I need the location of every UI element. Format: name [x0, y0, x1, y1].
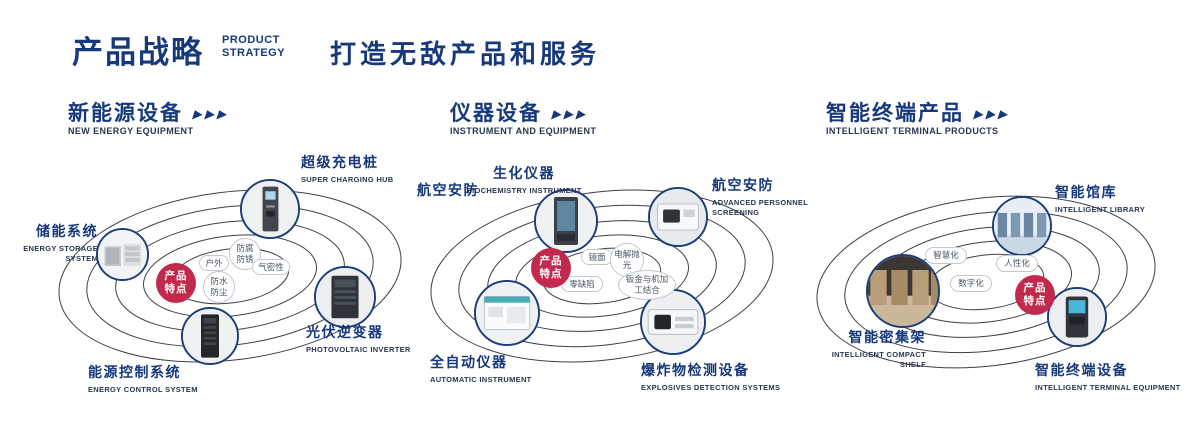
- product-circle-automatic-instrument: [474, 280, 540, 346]
- label-intelligent-library: 智能馆库 INTELLIGENT LIBRARY: [1055, 182, 1145, 215]
- badge-line1: 产品: [164, 270, 188, 283]
- triple-arrow-icon: ▶▶▶: [972, 107, 1014, 121]
- product-features-badge: 产品 特点: [1015, 275, 1055, 315]
- feature-bubble-airtight: 气密性: [252, 259, 290, 275]
- feature-bubble-intelligent: 智慧化: [925, 247, 967, 264]
- label-energy-control: 能源控制系统 ENERGY CONTROL SYSTEM: [88, 362, 198, 395]
- product-circle-compact-shelf: [866, 254, 940, 328]
- label-biochemistry: 生化仪器 BIOCHEMISTRY INSTRUMENT: [465, 163, 583, 196]
- label-en: BIOCHEMISTRY INSTRUMENT: [466, 186, 582, 195]
- library-photo: [994, 198, 1050, 254]
- section-title: 仪器设备 ▶▶▶: [450, 97, 592, 127]
- section-title-text: 新能源设备: [68, 102, 183, 125]
- label-en: ADVANCED PERSONNEL SCREENING: [712, 198, 808, 217]
- badge-line1: 产品: [539, 255, 563, 268]
- page-slogan: 打造无敌产品和服务: [330, 39, 601, 69]
- product-circle-energy-control: [181, 307, 239, 365]
- feature-bubble-outdoor: 户外: [199, 255, 229, 271]
- product-circle-pv-inverter: [314, 266, 376, 328]
- product-features-badge: 产品 特点: [156, 263, 196, 303]
- section-subtitle: INSTRUMENT AND EQUIPMENT: [450, 126, 597, 136]
- feature-bubble-sheetmetal-machining: 钣金与机加工结合: [618, 270, 676, 300]
- label-en: INTELLIGENT TERMINAL EQUIPMENT: [1035, 383, 1181, 392]
- page-title-en: PRODUCT STRATEGY: [222, 34, 285, 59]
- badge-line2: 特点: [539, 268, 563, 280]
- label-cn: 航空安防: [712, 177, 774, 193]
- product-circle-super-charging-hub: [240, 179, 300, 239]
- label-personnel-screening: 航空安防 ADVANCED PERSONNEL SCREENING: [712, 175, 827, 218]
- inverter-cabinet-photo: [316, 268, 374, 326]
- badge-line2: 特点: [1023, 295, 1047, 307]
- product-circle-energy-storage: [96, 228, 149, 281]
- label-explosives-detection: 爆炸物检测设备 EXPLOSIVES DETECTION SYSTEMS: [641, 360, 780, 393]
- label-cn: 智能密集架: [848, 329, 926, 345]
- screening-machine-photo: [650, 189, 706, 245]
- feature-bubble-waterproof: 防水防尘: [203, 271, 235, 303]
- label-en: PHOTOVOLTAIC INVERTER: [306, 345, 411, 354]
- label-cn: 生化仪器: [493, 165, 555, 181]
- badge-line1: 产品: [1023, 282, 1047, 295]
- section-title-text: 仪器设备: [450, 102, 542, 125]
- page-title-en-line2: STRATEGY: [222, 46, 286, 59]
- label-aviation-security-left: 航空安防: [417, 182, 479, 198]
- automatic-instrument-photo: [476, 282, 538, 344]
- label-cn: 智能终端设备: [1035, 362, 1128, 378]
- triple-arrow-icon: ▶▶▶: [191, 107, 233, 121]
- label-energy-storage: 储能系统 ENERGY STORAGE SYSTEM: [14, 221, 98, 264]
- feature-bubble-mirror: 镜面: [581, 249, 613, 265]
- feature-bubble-humanized: 人性化: [996, 255, 1038, 272]
- label-cn: 超级充电桩: [301, 154, 379, 170]
- product-circle-personnel-screening: [648, 187, 708, 247]
- charging-pile-photo: [242, 181, 298, 237]
- product-circle-terminal-equipment: [1047, 287, 1107, 347]
- label-en: SUPER CHARGING HUB: [301, 175, 394, 184]
- product-features-badge: 产品 特点: [531, 248, 571, 288]
- feature-bubble-digital: 数字化: [950, 275, 992, 292]
- label-en: AUTOMATIC INSTRUMENT: [430, 375, 532, 384]
- label-en: ENERGY STORAGE SYSTEM: [23, 244, 98, 263]
- biochemistry-instrument-photo: [536, 191, 596, 251]
- section-title-text: 智能终端产品: [826, 102, 964, 125]
- page-title-en-line1: PRODUCT: [222, 34, 280, 46]
- label-pv-inverter: 光伏逆变器 PHOTOVOLTAIC INVERTER: [306, 322, 411, 355]
- label-cn: 能源控制系统: [88, 364, 181, 380]
- label-cn: 爆炸物检测设备: [641, 362, 750, 378]
- product-circle-explosives-detection: [640, 289, 706, 355]
- section-title: 新能源设备 ▶▶▶: [68, 97, 233, 127]
- storage-cabinet-photo: [98, 230, 147, 279]
- label-compact-shelf: 智能密集架 INTELLIGENT COMPACT SHELF: [818, 327, 926, 370]
- section-subtitle: NEW ENERGY EQUIPMENT: [68, 126, 194, 136]
- label-automatic-instrument: 全自动仪器 AUTOMATIC INSTRUMENT: [430, 352, 532, 385]
- control-cabinet-photo: [183, 309, 237, 363]
- label-en: INTELLIGENT LIBRARY: [1055, 205, 1146, 214]
- product-circle-intelligent-library: [992, 196, 1052, 256]
- orbit-ellipses: [58, 189, 402, 363]
- triple-arrow-icon: ▶▶▶: [550, 107, 592, 121]
- section-title: 智能终端产品 ▶▶▶: [826, 97, 1014, 127]
- page-title: 产品战略: [72, 35, 204, 70]
- label-cn: 全自动仪器: [430, 354, 508, 370]
- section-subtitle: INTELLIGENT TERMINAL PRODUCTS: [826, 126, 999, 136]
- label-super-charging-hub: 超级充电桩 SUPER CHARGING HUB: [301, 152, 394, 185]
- label-en: INTELLIGENT COMPACT SHELF: [831, 350, 926, 369]
- explosives-detector-photo: [642, 291, 704, 353]
- label-en: EXPLOSIVES DETECTION SYSTEMS: [641, 383, 781, 392]
- label-terminal-equipment: 智能终端设备 INTELLIGENT TERMINAL EQUIPMENT: [1035, 360, 1181, 393]
- product-circle-biochemistry: [534, 189, 598, 253]
- label-en: ENERGY CONTROL SYSTEM: [88, 385, 198, 394]
- label-cn: 光伏逆变器: [306, 324, 384, 340]
- label-cn: 智能馆库: [1055, 184, 1117, 200]
- badge-line2: 特点: [164, 283, 188, 295]
- feature-bubble-zero-defect: 零缺陷: [561, 276, 603, 292]
- label-cn: 储能系统: [36, 223, 98, 239]
- compact-shelf-photo: [868, 256, 938, 326]
- terminal-kiosk-photo: [1049, 289, 1105, 345]
